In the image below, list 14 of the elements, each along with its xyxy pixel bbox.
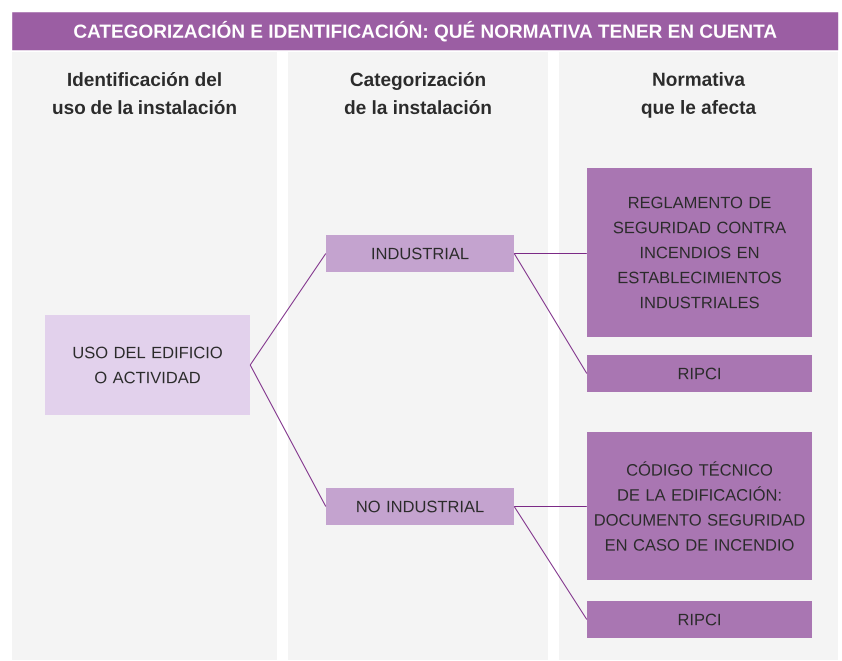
- regulation-box: REGLAMENTO DE SEGURIDAD CONTRA INCENDIOS EN ESTABLECIMIENTOS INDUSTRIALES: [587, 168, 812, 337]
- regulation-box: RIPCI: [587, 355, 812, 392]
- category-box: NO INDUSTRIAL: [326, 488, 514, 525]
- connector-line: [250, 364, 326, 507]
- connector-line: [250, 253, 326, 366]
- regulation-box: RIPCI: [587, 601, 812, 638]
- connector-line: [514, 253, 588, 254]
- category-box: INDUSTRIAL: [326, 235, 514, 272]
- regulation-box: CÓDIGO TÉCNICO DE LA EDIFICACIÓN: DOCUMENTO SEGURIDAD EN CASO DE INCENDIO: [587, 432, 812, 580]
- category-box: USO DEL EDIFICIO O ACTIVIDAD: [45, 315, 250, 415]
- connector-line: [514, 506, 588, 620]
- title-banner: CATEGORIZACIÓN E IDENTIFICACIÓN: QUÉ NORMATIVA TENER EN CUENTA: [12, 12, 838, 50]
- connector-line: [514, 506, 588, 507]
- connector-line: [514, 253, 588, 374]
